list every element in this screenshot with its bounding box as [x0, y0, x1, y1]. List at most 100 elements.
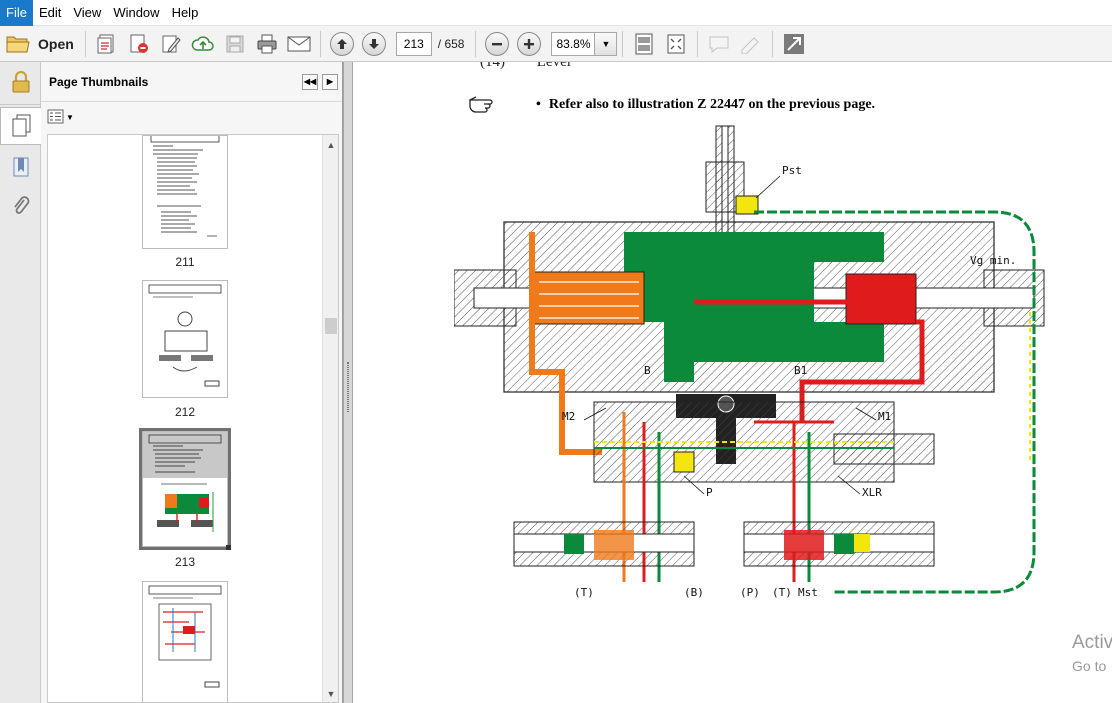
label-t-left: (T)	[574, 586, 594, 599]
export-pdf-icon	[130, 34, 148, 53]
scroll-up-arrow-icon[interactable]: ▲	[326, 140, 336, 150]
edit-pdf-icon	[162, 35, 181, 53]
create-pdf-button[interactable]	[92, 29, 122, 59]
label-vg-min: Vg min.	[970, 254, 1016, 267]
toolbar-separator	[84, 30, 86, 57]
save-button[interactable]	[220, 29, 250, 59]
menu-view[interactable]: View	[73, 4, 102, 20]
pilot-adjuster	[705, 125, 759, 237]
panel-arrow-button[interactable]: ▶	[322, 73, 338, 90]
thumbnail-list: 211 212	[47, 134, 339, 703]
collapse-panel-button[interactable]: ◀◀	[302, 73, 318, 90]
attachments-button[interactable]	[0, 187, 41, 225]
doc-item-number: (14)	[480, 62, 505, 70]
menu-window[interactable]: Window	[113, 4, 160, 20]
panel-tools: ▼	[41, 102, 342, 132]
toolbar-separator	[319, 30, 321, 57]
previous-page-button[interactable]	[327, 29, 357, 59]
zoom-out-button[interactable]	[482, 29, 512, 59]
sign-button[interactable]	[736, 29, 766, 59]
label-xlr: XLR	[862, 486, 882, 499]
minus-icon	[485, 31, 510, 56]
doc-text-line: (14) Level	[480, 62, 571, 71]
thumbnail-options-button[interactable]: ▼	[47, 109, 74, 125]
next-page-button[interactable]	[359, 29, 389, 59]
toolbar-separator	[772, 30, 774, 57]
note-text: Refer also to illustration Z 22447 on th…	[548, 97, 876, 112]
chevron-down-icon: ▼	[601, 38, 611, 49]
folder-icon	[6, 36, 30, 52]
email-button[interactable]	[284, 29, 314, 59]
document-view: (14) Level • Refer also to illustration …	[354, 62, 1112, 703]
comment-button[interactable]	[704, 29, 734, 59]
label-m2: M2	[562, 410, 575, 423]
menu-edit[interactable]: Edit	[38, 4, 62, 20]
page-preview	[148, 284, 222, 387]
red-return	[799, 319, 925, 422]
pointing-hand-icon	[469, 96, 493, 113]
full-screen-button[interactable]	[779, 29, 809, 59]
caret-down-icon: ▼	[66, 112, 74, 122]
bookmarks-button[interactable]	[0, 149, 41, 187]
open-button[interactable]: Open	[0, 29, 80, 59]
zoom-in-button[interactable]	[514, 29, 544, 59]
options-icon	[47, 109, 64, 124]
scrollbar-thumb[interactable]	[325, 318, 337, 334]
scroll-mode-icon	[635, 33, 653, 54]
label-mst: Mst	[798, 586, 818, 599]
thumbnail-page[interactable]	[142, 135, 228, 249]
chevron-right-icon: ▶	[326, 77, 334, 86]
scroll-mode-button[interactable]	[629, 29, 659, 59]
edit-pdf-button[interactable]	[156, 29, 186, 59]
open-label: Open	[38, 35, 74, 52]
activation-watermark-title: Activ	[1072, 632, 1112, 653]
zoom-input[interactable]: 83.8%	[551, 31, 596, 56]
label-pst: Pst	[782, 164, 802, 177]
red-piston	[845, 273, 917, 325]
page-thumbnails-panel: Page Thumbnails ◀◀ ▶ ▼ 211	[41, 62, 343, 703]
panel-header: Page Thumbnails ◀◀ ▶	[41, 62, 342, 102]
menu-file[interactable]: File	[0, 0, 33, 26]
thumbnail-page[interactable]	[142, 581, 228, 702]
menu-help[interactable]: Help	[171, 4, 199, 20]
scroll-down-arrow-icon[interactable]: ▼	[326, 689, 336, 699]
toolbar: Open 213 / 658	[0, 26, 1112, 62]
label-p: P	[706, 486, 713, 499]
page-thumbnails-button[interactable]	[0, 107, 42, 145]
panel-title: Page Thumbnails	[49, 74, 149, 89]
label-b: B	[644, 364, 651, 377]
cloud-upload-icon	[191, 35, 214, 51]
navigation-rail	[0, 62, 42, 703]
bookmark-icon	[13, 157, 28, 177]
thumbnail-label: 212	[174, 405, 196, 419]
page-preview	[148, 585, 222, 688]
email-icon	[287, 36, 311, 51]
pages-icon	[12, 114, 30, 137]
label-b1: B1	[794, 364, 807, 377]
orange-line	[529, 232, 602, 455]
print-button[interactable]	[252, 29, 282, 59]
save-icon	[226, 35, 244, 52]
thumbnail-page-selected[interactable]	[139, 428, 231, 550]
label-b-bottom: (B)	[684, 586, 704, 599]
label-p-bottom: (P)	[740, 586, 760, 599]
create-pdf-icon	[97, 34, 114, 53]
splitter-grip[interactable]	[347, 362, 349, 412]
page-number-input[interactable]: 213	[395, 31, 432, 56]
zoom-dropdown-button[interactable]: ▼	[595, 31, 618, 56]
thumbnail-resize-handle[interactable]	[226, 545, 231, 550]
export-pdf-button[interactable]	[124, 29, 154, 59]
upload-button[interactable]	[188, 29, 218, 59]
comment-icon	[709, 36, 729, 53]
thumbnail-scrollbar[interactable]: ▲ ▼	[322, 135, 338, 702]
rail-divider	[0, 104, 40, 105]
panel-splitter[interactable]	[343, 62, 353, 703]
doc-note: • Refer also to illustration Z 22447 on …	[468, 94, 875, 116]
print-icon	[257, 34, 277, 53]
security-button[interactable]	[0, 62, 41, 102]
activation-watermark-subtitle: Go to	[1072, 658, 1107, 674]
fit-page-button[interactable]	[661, 29, 691, 59]
thumbnail-page[interactable]	[142, 280, 228, 398]
toolbar-separator	[697, 30, 699, 57]
hydraulic-diagram: Pst Vg min. B B1 M2 M1 P XLR (T) (B) (P)…	[454, 125, 1045, 599]
